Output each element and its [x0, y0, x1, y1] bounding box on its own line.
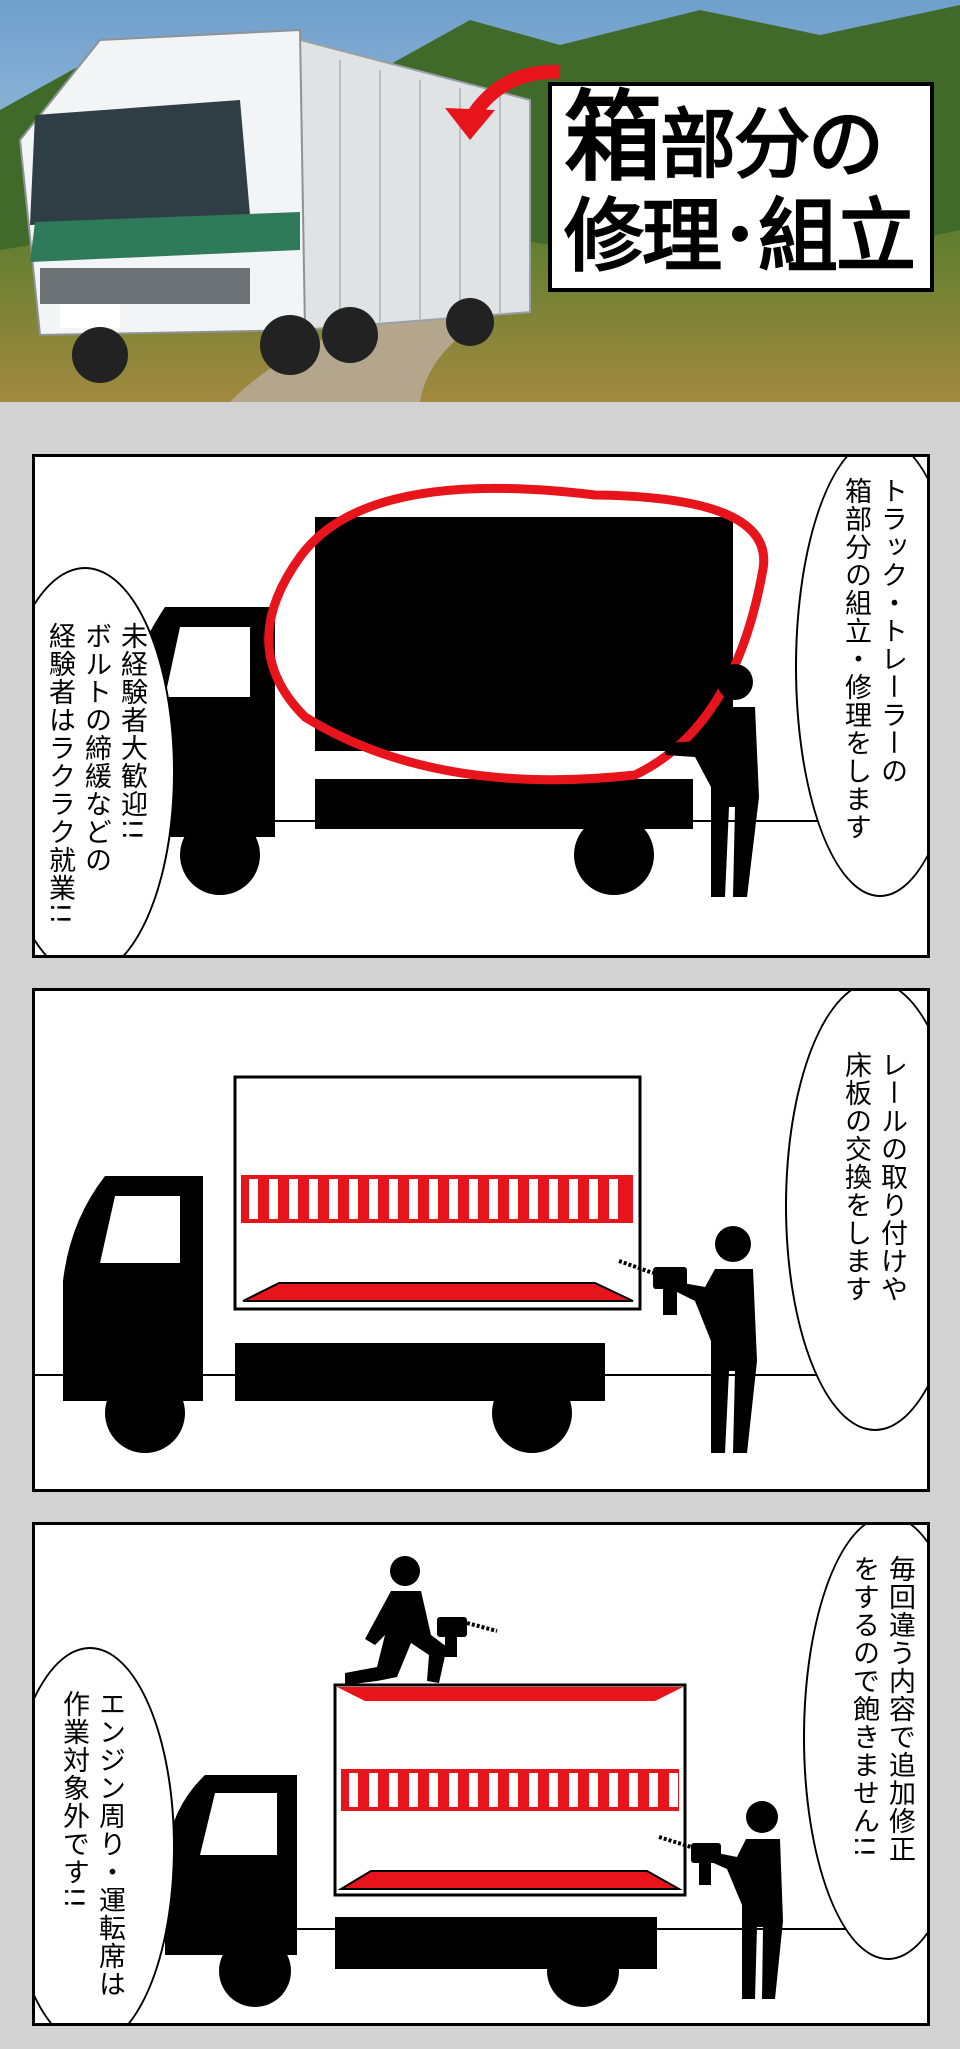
rail-slat [469, 1179, 478, 1219]
rail-slat [289, 1179, 298, 1219]
rail-slat [409, 1179, 418, 1219]
rail-slat [489, 1179, 498, 1219]
text-line: ボルトの締緩などの [80, 622, 111, 874]
rail-slat [429, 1179, 438, 1219]
rail-slat [589, 1773, 598, 1807]
comic-panel-1: トラック・トレーラーの 箱部分の組立・修理をします 未経験者大歓迎!! ボルトの… [32, 454, 930, 958]
bubble-text-right: 毎回違う内容で追加修正 をするので飽きません!! [845, 1555, 917, 1863]
rear-wheel [547, 1935, 619, 2007]
text-line: 未経験者大歓迎!! [116, 622, 147, 842]
cab-window [200, 1793, 277, 1855]
rail-slat [409, 1773, 418, 1807]
worker-with-drill [618, 1226, 757, 1453]
text-line: トラック・トレーラーの [876, 477, 907, 785]
truck-photo [18, 28, 531, 383]
rail-slat [389, 1773, 398, 1807]
rail-slat [489, 1773, 498, 1807]
rail-slat [609, 1773, 618, 1807]
rail-slat [569, 1773, 578, 1807]
floor-board [242, 1282, 634, 1302]
rail-slat [349, 1179, 358, 1219]
front-wheel [219, 1935, 291, 2007]
text-line: 箱部分の組立・修理をします [840, 477, 871, 841]
red-arrow-head [445, 108, 495, 140]
rail-slat [269, 1179, 278, 1219]
rail-slat [449, 1773, 458, 1807]
rear-wheel [574, 815, 654, 895]
rail-slat [569, 1179, 578, 1219]
hero-title-big: 箱 [564, 80, 662, 195]
hero-title-line2: 修理･組立 [564, 189, 916, 283]
rail-slat [509, 1773, 518, 1807]
panel-2-illustration [35, 1075, 927, 1453]
speech-bubble-right [795, 457, 927, 897]
rail-slat [449, 1179, 458, 1219]
rail-slat [669, 1773, 678, 1807]
text-line: をするので飽きません!! [848, 1555, 879, 1859]
rail-slat [589, 1179, 598, 1219]
roof-panel [337, 1687, 683, 1701]
rail-slat [369, 1773, 378, 1807]
comic-panel-3: 毎回違う内容で追加修正 をするので飽きません!! エンジン周り・運転席は 作業対… [32, 1522, 930, 2026]
rail-slat [529, 1773, 538, 1807]
cab-window [100, 1196, 180, 1263]
rail-slat [469, 1773, 478, 1807]
rail-slat [549, 1179, 558, 1219]
cargo-box [315, 517, 733, 751]
hero-title-line1: 部分の [660, 99, 884, 189]
speech-bubble-right [785, 991, 927, 1431]
front-wheel [105, 1373, 185, 1453]
rail-slat [249, 1179, 258, 1219]
cab-window [165, 627, 250, 697]
bubble-text-left: エンジン周り・運転席は 作業対象外です!! [55, 1690, 127, 1998]
bubble-text-left: 未経験者大歓迎!! ボルトの締緩などの 経験者はラクラク就業!! [41, 622, 149, 926]
bubble-text-right: トラック・トレーラーの 箱部分の組立・修理をします [837, 477, 909, 841]
rail-slat [309, 1179, 318, 1219]
text-line: 作業対象外です!! [58, 1690, 89, 1910]
rail-slat [649, 1773, 658, 1807]
comic-panel-2: レールの取り付けや 床板の交換をします [32, 988, 930, 1492]
rail-slat [529, 1179, 538, 1219]
rail-slat [629, 1773, 638, 1807]
hero-banner: 箱部分の 修理･組立 [0, 0, 960, 402]
truck-frame [315, 779, 693, 829]
speech-bubble-left [35, 1647, 175, 2023]
text-line: 毎回違う内容で追加修正 [884, 1555, 915, 1863]
rail-slat [509, 1179, 518, 1219]
rail-slat [429, 1773, 438, 1807]
rear-wheel [492, 1373, 572, 1453]
text-line: エンジン周り・運転席は [94, 1690, 125, 1998]
bubble-text-right: レールの取り付けや 床板の交換をします [837, 1051, 909, 1303]
rail-slat [609, 1179, 618, 1219]
worker-figure [665, 664, 759, 897]
worker-with-drill [658, 1801, 783, 1999]
rail-slat [329, 1179, 338, 1219]
rail-slat [349, 1773, 358, 1807]
hero-title-box: 箱部分の 修理･組立 [548, 82, 934, 292]
rail-slat [389, 1179, 398, 1219]
floor-board [337, 1870, 683, 1890]
text-line: 床板の交換をします [840, 1051, 871, 1303]
text-line: 経験者はラクラク就業!! [44, 622, 75, 926]
worker-on-roof [345, 1556, 498, 1685]
front-wheel [180, 815, 260, 895]
rail-slat [369, 1179, 378, 1219]
text-line: レールの取り付けや [876, 1051, 907, 1303]
rail-slat [549, 1773, 558, 1807]
panel-3-illustration [35, 1556, 927, 2007]
